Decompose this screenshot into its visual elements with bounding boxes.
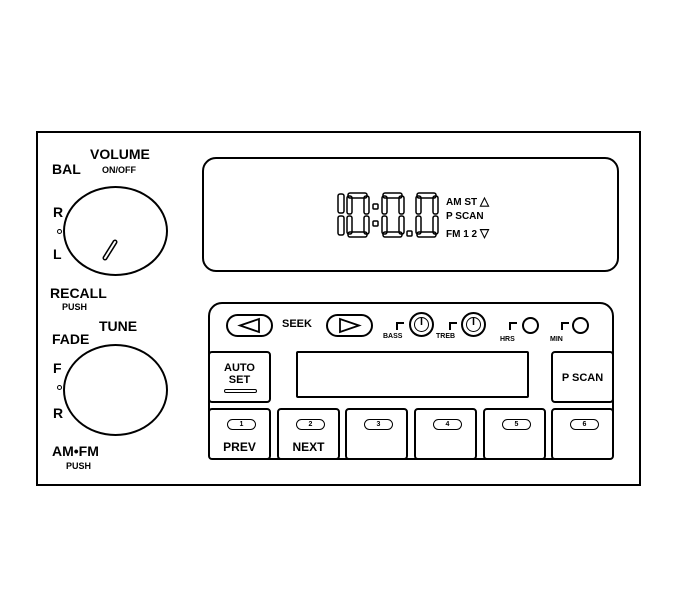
preset-number-4: 4 <box>433 419 462 430</box>
am-fm-push-label: PUSH <box>66 461 92 471</box>
balance-l-label: L <box>53 246 62 262</box>
bass-corner-mark <box>396 322 404 330</box>
auto-label: AUTO <box>224 362 255 374</box>
preset-button-6[interactable]: 6 <box>551 408 614 460</box>
radio-faceplate <box>36 131 641 486</box>
fm-text: FM 1 2 <box>446 229 478 240</box>
treble-label: TREB <box>436 333 456 340</box>
bal-label: BAL <box>52 161 81 177</box>
preset-button-2[interactable]: 2 NEXT <box>277 408 340 460</box>
min-corner-mark <box>561 322 569 330</box>
treble-corner-mark <box>449 322 457 330</box>
hrs-label: HRS <box>500 336 515 343</box>
prev-label: PREV <box>223 440 256 454</box>
treble-knob[interactable] <box>461 312 486 337</box>
am-fm-label: AM•FM <box>52 443 99 459</box>
up-arrow-icon: △ <box>479 194 490 208</box>
clock-digits <box>337 192 439 238</box>
set-label: SET <box>228 374 251 386</box>
volume-knob[interactable] <box>63 186 168 276</box>
preset-number-5: 5 <box>502 419 531 430</box>
treble-knob-inner <box>466 317 481 332</box>
next-label: NEXT <box>292 440 325 454</box>
hrs-button[interactable] <box>522 317 539 334</box>
balance-indicator-dot <box>57 229 62 234</box>
fm-indicator: FM 1 2 ▽ <box>446 226 489 240</box>
hrs-corner-mark <box>509 322 517 330</box>
volume-label: VOLUME <box>90 146 150 162</box>
seek-up-button[interactable] <box>326 314 373 337</box>
balance-r-label: R <box>53 204 64 220</box>
am-st-text: AM ST <box>446 197 478 208</box>
bass-knob-pointer <box>420 318 423 325</box>
down-arrow-icon: ▽ <box>479 226 490 240</box>
seek-down-button[interactable] <box>226 314 273 337</box>
recall-push-label: PUSH <box>62 302 88 312</box>
auto-set-indicator-bar <box>224 389 257 393</box>
auto-set-button[interactable]: AUTO SET <box>208 351 271 403</box>
tune-label: TUNE <box>99 318 138 334</box>
tune-knob[interactable] <box>63 344 168 436</box>
preset-number-2: 2 <box>296 419 325 430</box>
preset-button-5[interactable]: 5 <box>483 408 546 460</box>
fade-r-label: R <box>53 405 64 421</box>
preset-button-4[interactable]: 4 <box>414 408 477 460</box>
preset-number-6: 6 <box>570 419 599 430</box>
bass-knob-inner <box>414 317 429 332</box>
p-scan-button[interactable]: P SCAN <box>551 351 614 403</box>
fade-label: FADE <box>52 331 90 347</box>
tape-slot-window <box>296 351 529 398</box>
p-scan-indicator: P SCAN <box>446 211 484 222</box>
fade-f-label: F <box>53 360 62 376</box>
min-label: MIN <box>550 336 563 343</box>
lcd-display <box>202 157 619 272</box>
preset-number-3: 3 <box>364 419 393 430</box>
treble-knob-pointer <box>472 318 475 325</box>
bass-knob[interactable] <box>409 312 434 337</box>
bass-label: BASS <box>383 333 403 340</box>
am-st-indicator: AM ST △ <box>446 194 489 208</box>
left-arrow-icon <box>237 317 260 334</box>
recall-label: RECALL <box>50 285 107 301</box>
fade-indicator-dot <box>57 385 62 390</box>
preset-button-1[interactable]: 1 PREV <box>208 408 271 460</box>
preset-button-3[interactable]: 3 <box>345 408 408 460</box>
min-button[interactable] <box>572 317 589 334</box>
p-scan-button-label: P SCAN <box>561 372 604 384</box>
right-arrow-icon <box>339 317 362 334</box>
volume-knob-pointer <box>102 239 118 261</box>
preset-number-1: 1 <box>227 419 256 430</box>
on-off-label: ON/OFF <box>102 165 136 175</box>
seek-label: SEEK <box>282 318 312 330</box>
